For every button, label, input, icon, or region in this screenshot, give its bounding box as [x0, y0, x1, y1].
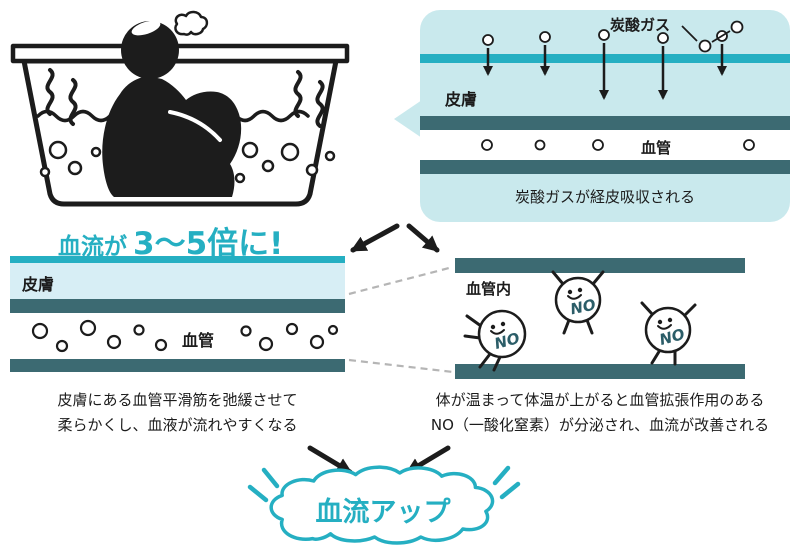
vessel-wall-bottom [10, 359, 345, 372]
skin-diagram-caption: 皮膚にある血管平滑筋を弛緩させて 柔らかくし、血液が流れやすくなる [10, 388, 345, 438]
panel-skin-label: 皮膚 [445, 90, 478, 109]
gas-label: 炭酸ガス [610, 16, 671, 34]
vessel-diagram-caption: 体が温まって体温が上がると血管拡張作用のある NO（一酸化窒素）が分泌され、血流… [400, 388, 800, 438]
vessel-wall-top [455, 258, 745, 273]
panel-caption: 炭酸ガスが経皮吸収される [514, 188, 695, 206]
conclusion-label: 血流アップ [315, 497, 451, 528]
skin-diagram-skin-label: 皮膚 [22, 275, 55, 294]
bath-caption-small: 血流が [58, 234, 127, 260]
zoom-connector-lines [348, 265, 454, 374]
vessel-lumen [420, 130, 790, 160]
no-character [640, 301, 697, 366]
bath-illustration [10, 10, 350, 207]
vessel-bubble-icons [481, 139, 755, 151]
bathtub-rim [10, 43, 350, 64]
vessel-diagram-caption-line1: 体が温まって体温が上がると血管拡張作用のある [435, 391, 765, 409]
absorption-panel [394, 10, 790, 222]
bather-body [102, 76, 242, 197]
panel-vessel-label: 血管 [640, 139, 671, 157]
bath-caption: 血流が 3〜5倍に! [58, 218, 283, 263]
bather-head [121, 21, 179, 79]
vessel-wall-bottom [455, 364, 745, 379]
head-highlight [131, 20, 161, 36]
no-character [463, 309, 527, 372]
cloud-shape [271, 467, 492, 543]
steam-puff-icon [174, 10, 209, 36]
flow-arrow-icons [350, 223, 440, 253]
gas-molecule-icon [681, 20, 744, 53]
vessel-wall-bottom [420, 160, 790, 174]
vessel-bubble-icons [31, 319, 339, 353]
skin-diagram-caption-line2: 柔らかくし、血液が流れやすくなる [57, 416, 298, 434]
no-character [551, 270, 605, 335]
skin-layer [10, 263, 345, 299]
skin-diagram-vessel-label: 血管 [182, 331, 215, 350]
bath-caption-big: 3〜5倍に! [133, 226, 284, 262]
emphasis-mark-icons [247, 465, 521, 503]
vessel-wall-top [10, 299, 345, 313]
vessel-diagram-caption-line2: NO（一酸化窒素）が分泌され、血流が改善される [430, 416, 770, 434]
conclusion-cloud [247, 465, 521, 543]
skin-diagram-caption-line1: 皮膚にある血管平滑筋を弛緩させて [57, 391, 298, 409]
absorption-arrow-icons [483, 43, 727, 100]
vessel-lumen [10, 313, 345, 359]
skin-surface-bar [10, 256, 345, 263]
gas-bubble-icons [482, 29, 728, 46]
vessel-wall-top [420, 116, 790, 130]
panel-tail [394, 100, 422, 138]
vessel-interior-diagram [455, 258, 745, 379]
skin-layer-diagram [10, 256, 345, 372]
vessel-interior-label: 血管内 [466, 280, 512, 298]
bather-arm-line [168, 110, 222, 142]
steam-icons [45, 68, 325, 128]
